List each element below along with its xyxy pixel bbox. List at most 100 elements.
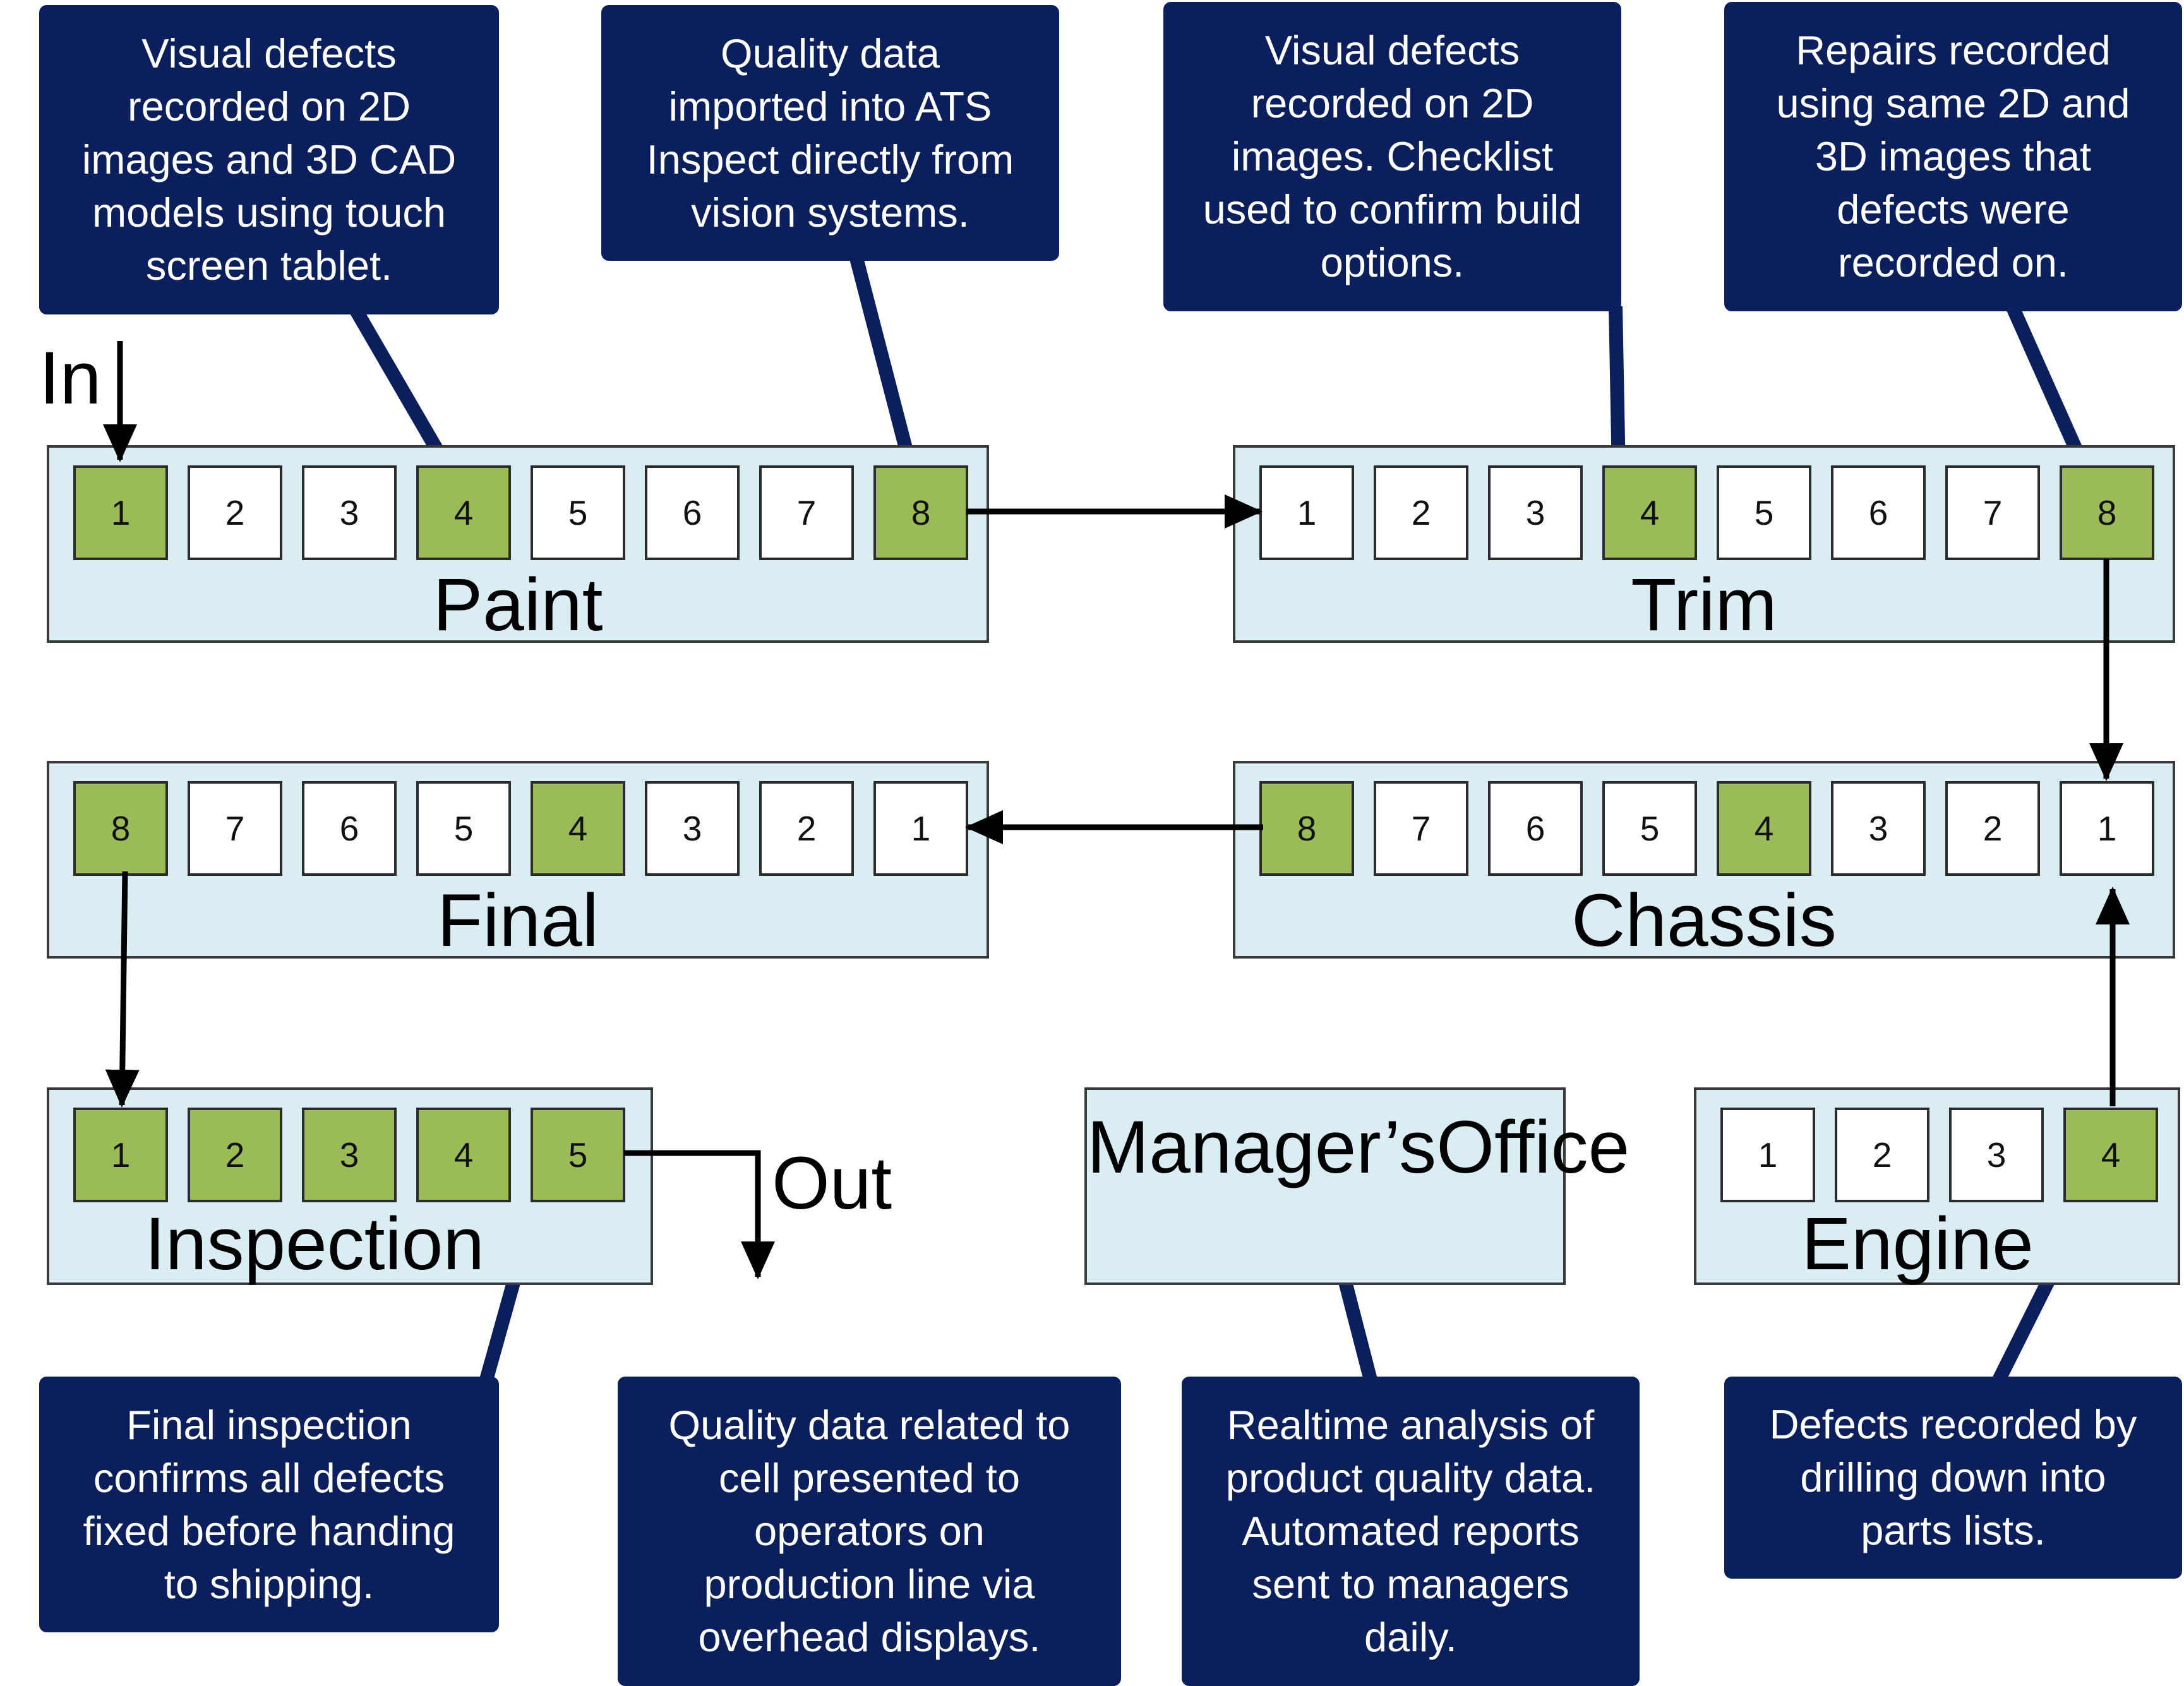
cell-paint-3: 3 — [302, 465, 397, 560]
text-line: Quality data related to — [668, 1402, 1071, 1448]
cell-trim-4: 4 — [1602, 465, 1697, 560]
section-label-trim: Trim — [1631, 563, 1777, 647]
text-line: confirms all defects — [93, 1454, 445, 1501]
managers-office: Manager’sOffice — [1084, 1087, 1629, 1285]
callout-line-displays: Quality data related to cell presented to… — [618, 1377, 1121, 1686]
cell-chassis-1: 1 — [2060, 781, 2154, 876]
text-line: operators on — [754, 1508, 985, 1554]
cell-chassis-6: 6 — [1488, 781, 1583, 876]
cell-paint-4: 4 — [416, 465, 511, 560]
cell-final-1: 1 — [873, 781, 968, 876]
cell-chassis-5: 5 — [1602, 781, 1697, 876]
text-line: using same 2D and — [1776, 80, 2130, 126]
text-line: screen tablet. — [145, 242, 393, 289]
cell-engine-4: 4 — [2063, 1108, 2158, 1202]
text-line: overhead displays. — [698, 1614, 1041, 1660]
text-line: used to confirm build — [1203, 186, 1582, 232]
text-line: defects were — [1837, 186, 2070, 232]
text-line: product quality data. — [1225, 1455, 1596, 1501]
cell-inspection-4: 4 — [416, 1108, 511, 1202]
text-line: parts lists. — [1861, 1507, 2046, 1553]
text-line: drilling down into — [1800, 1454, 2106, 1500]
cell-engine-1: 1 — [1720, 1108, 1815, 1202]
cell-trim-5: 5 — [1717, 465, 1811, 560]
cell-paint-6: 6 — [645, 465, 740, 560]
callout-engine-defects: Defects recorded by drilling down into par… — [1724, 1377, 2182, 1579]
cell-chassis-7: 7 — [1374, 781, 1468, 876]
text-line: Manager’s — [1087, 1106, 1437, 1189]
flow-in-label: In — [39, 337, 102, 420]
text-line: options. — [1320, 239, 1465, 285]
text-line: vision systems. — [691, 189, 969, 236]
text-line: models using touch — [92, 189, 447, 236]
cell-paint-8: 8 — [873, 465, 968, 560]
cell-final-5: 5 — [416, 781, 511, 876]
text-line: imported into ATS — [668, 83, 992, 129]
text-line: sent to managers — [1252, 1561, 1569, 1607]
cell-paint-1: 1 — [73, 465, 168, 560]
cell-inspection-3: 3 — [302, 1108, 397, 1202]
text-line: cell presented to — [719, 1455, 1020, 1501]
cell-trim-1: 1 — [1259, 465, 1354, 560]
text-line: images and 3D CAD — [81, 136, 457, 182]
cell-trim-6: 6 — [1831, 465, 1926, 560]
cell-chassis-8: 8 — [1259, 781, 1354, 876]
text-line: images. Checklist — [1231, 133, 1554, 179]
cell-chassis-3: 3 — [1831, 781, 1926, 876]
managers-office-label: Manager’sOffice — [1087, 1103, 1629, 1192]
text-line: daily. — [1364, 1614, 1457, 1660]
text-line: recorded on 2D — [1251, 80, 1534, 126]
text-line: fixed before handing — [83, 1507, 455, 1554]
callout-realtime-analysis: Realtime analysis of product quality data… — [1182, 1377, 1640, 1686]
section-label-engine: Engine — [1801, 1202, 2034, 1286]
cell-inspection-5: 5 — [531, 1108, 625, 1202]
text-line: Defects recorded by — [1769, 1401, 2137, 1447]
section-label-final: Final — [437, 879, 599, 962]
text-line: Visual defects — [141, 30, 397, 76]
cell-trim-3: 3 — [1488, 465, 1583, 560]
cell-inspection-1: 1 — [73, 1108, 168, 1202]
cell-trim-7: 7 — [1945, 465, 2040, 560]
text-line: recorded on 2D — [127, 83, 411, 129]
connector-office — [1338, 1280, 1377, 1382]
text-line: production line via — [704, 1561, 1035, 1607]
text-line: Office — [1436, 1106, 1630, 1189]
cell-inspection-2: 2 — [188, 1108, 282, 1202]
cell-final-8: 8 — [73, 781, 168, 876]
section-label-chassis: Chassis — [1571, 879, 1837, 962]
cell-trim-2: 2 — [1374, 465, 1468, 560]
section-label-paint: Paint — [433, 563, 603, 647]
section-label-inspection: Inspection — [145, 1202, 484, 1286]
cell-final-2: 2 — [759, 781, 854, 876]
callout-paint-quality: Quality data imported into ATS Inspect dir… — [601, 5, 1059, 261]
cell-chassis-4: 4 — [1717, 781, 1811, 876]
text-line: to shipping. — [164, 1560, 375, 1607]
cell-paint-7: 7 — [759, 465, 854, 560]
cell-trim-8: 8 — [2060, 465, 2154, 560]
callout-final-inspection: Final inspection confirms all defects fixe… — [39, 1377, 499, 1632]
cell-engine-3: 3 — [1949, 1108, 2044, 1202]
cell-final-4: 4 — [531, 781, 625, 876]
text-line: recorded on. — [1838, 239, 2068, 285]
cell-chassis-2: 2 — [1945, 781, 2040, 876]
text-line: Inspect directly from — [646, 136, 1014, 182]
text-line: Visual defects — [1264, 27, 1520, 73]
text-line: Realtime analysis of — [1227, 1402, 1595, 1448]
flow-out-label: Out — [772, 1142, 892, 1225]
connector-paint-quality — [849, 254, 920, 477]
text-line: Final inspection — [126, 1401, 412, 1448]
text-line: Repairs recorded — [1796, 27, 2111, 73]
text-line: Automated reports — [1242, 1508, 1580, 1554]
cell-paint-5: 5 — [531, 465, 625, 560]
cell-final-6: 6 — [302, 781, 397, 876]
callout-paint-visual: Visual defects recorded on 2D images and 3… — [39, 5, 499, 314]
text-line: Quality data — [721, 30, 940, 76]
cell-engine-2: 2 — [1835, 1108, 1929, 1202]
